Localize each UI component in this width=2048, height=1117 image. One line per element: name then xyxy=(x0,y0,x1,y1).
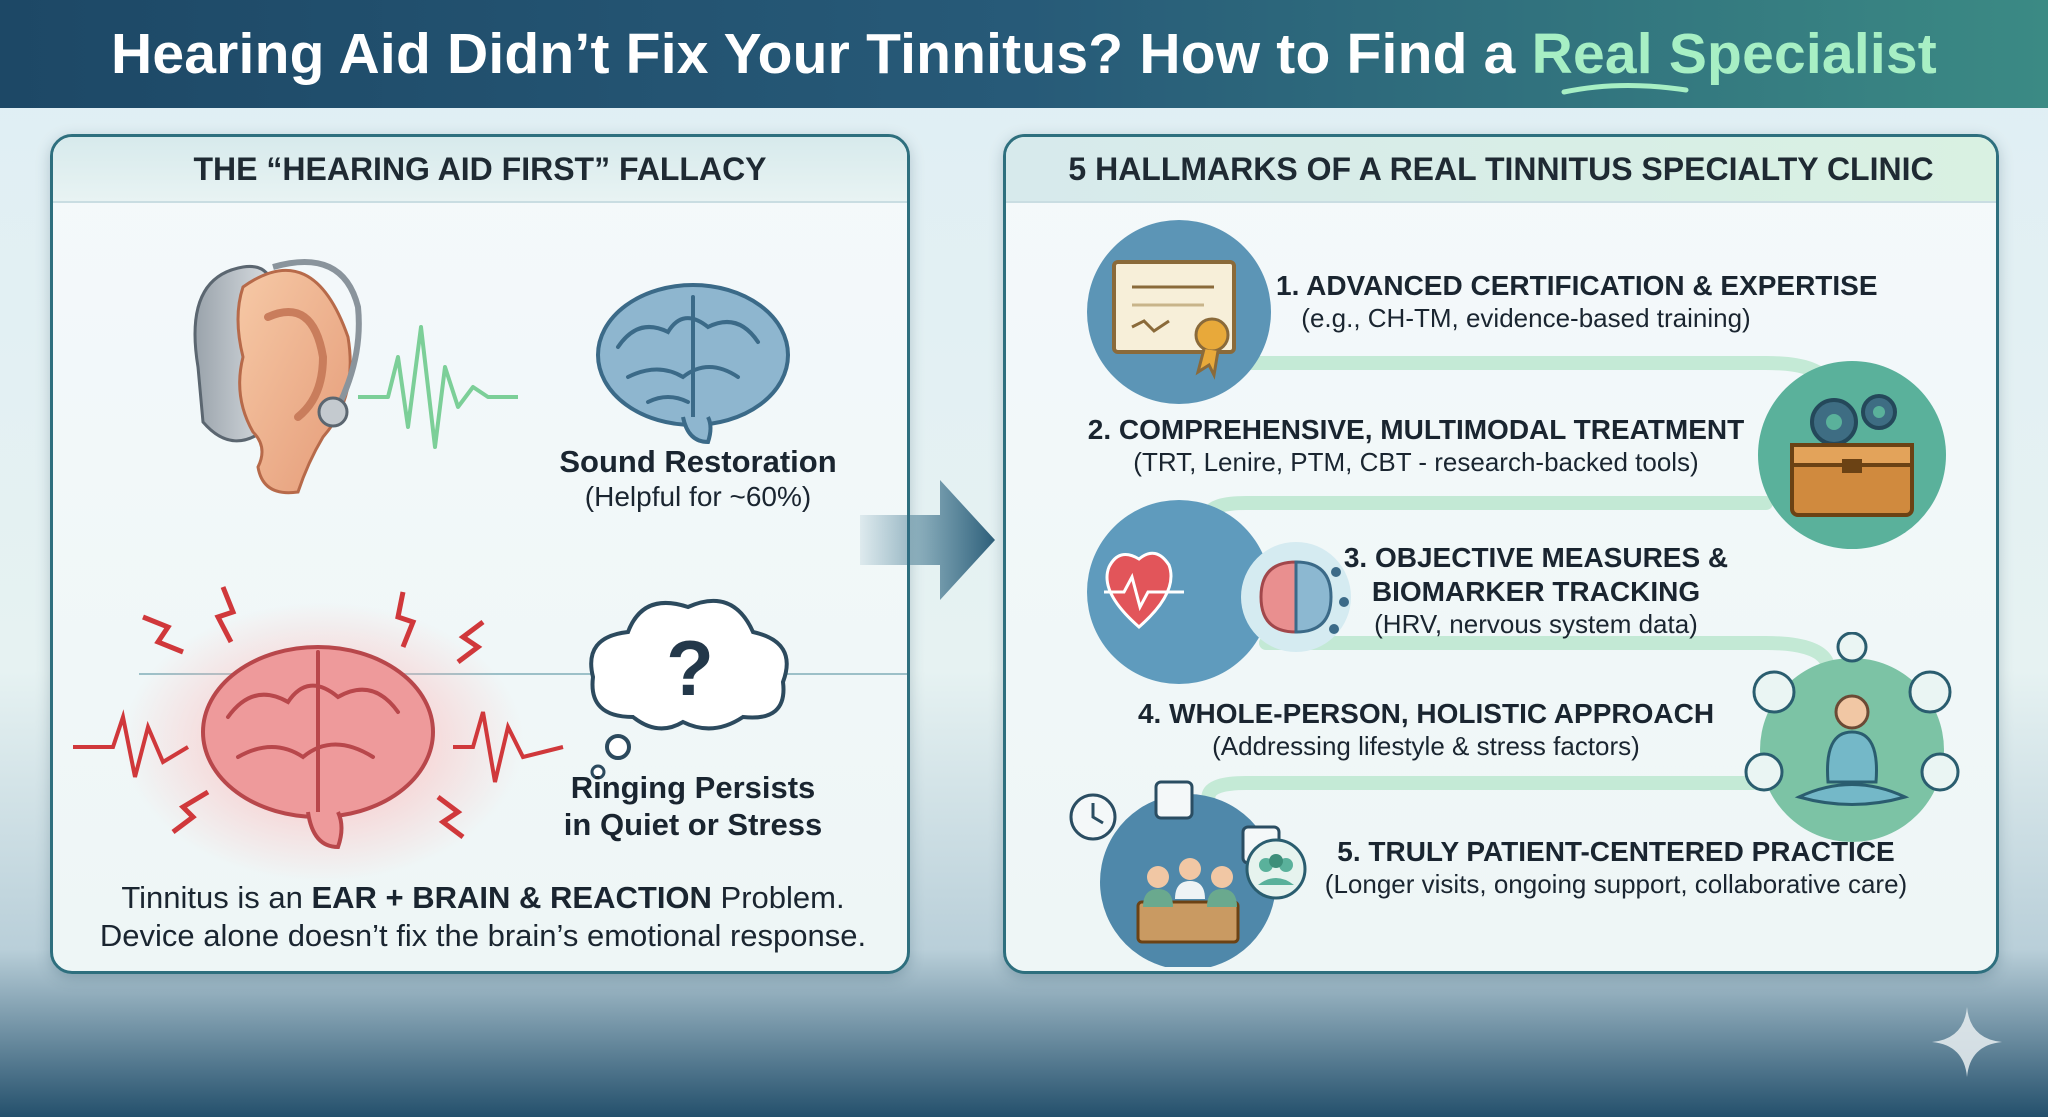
brain-icon xyxy=(596,283,790,445)
hallmark-4-title: 4. WHOLE-PERSON, HOLISTIC APPROACH xyxy=(1137,698,1715,729)
hallmark-2-detail: (TRT, Lenire, PTM, CBT - research-backed… xyxy=(1133,447,1699,478)
page-title: Hearing Aid Didn’t Fix Your Tinnitus? Ho… xyxy=(111,21,1937,87)
hallmark-3-title-1: 3. OBJECTIVE MEASURES & xyxy=(1343,542,1729,573)
summary-prefix: Tinnitus is an xyxy=(121,880,312,915)
hallmark-1-title: 1. ADVANCED CERTIFICATION & EXPERTISE xyxy=(1276,270,1878,301)
fallacy-panel: THE “HEARING AID FIRST” FALLACY Sound Re… xyxy=(50,134,910,974)
hallmark-4-detail: (Addressing lifestyle & stress factors) xyxy=(1212,731,1640,762)
hallmarks-heading: 5 HALLMARKS OF A REAL TINNITUS SPECIALTY… xyxy=(1006,137,1996,203)
hallmark-2-title: 2. COMPREHENSIVE, MULTIMODAL TREATMENT xyxy=(1087,414,1745,445)
title-highlight-specialist: Specialist xyxy=(1668,22,1937,86)
sound-restoration-label: Sound Restoration (Helpful for ~60%) xyxy=(513,443,883,514)
hallmark-3-title-2: BIOMARKER TRACKING xyxy=(1371,576,1701,608)
ringing-line-1: Ringing Persists xyxy=(570,770,816,805)
transition-arrow-icon xyxy=(860,480,995,600)
hallmark-5-title: 5. TRULY PATIENT-CENTERED PRACTICE xyxy=(1337,836,1895,867)
question-mark: ? xyxy=(666,624,714,712)
summary-suffix: Problem. xyxy=(711,880,845,915)
brain-network-icon xyxy=(1241,542,1351,652)
ringing-line-2: in Quiet or Stress xyxy=(563,807,823,843)
toolbox-gears-icon xyxy=(1758,361,1946,549)
panel-divider xyxy=(139,673,907,675)
hallmark-1: 1. ADVANCED CERTIFICATION & EXPERTISE (e… xyxy=(1276,269,1878,335)
fallacy-heading: THE “HEARING AID FIRST” FALLACY xyxy=(53,137,907,203)
sound-restoration-title: Sound Restoration xyxy=(559,444,837,479)
hallmark-3: 3. OBJECTIVE MEASURES & BIOMARKER TRACKI… xyxy=(1336,541,1736,641)
title-highlight-real: Real xyxy=(1531,22,1653,86)
title-bar: Hearing Aid Didn’t Fix Your Tinnitus? Ho… xyxy=(0,0,2048,108)
hallmarks-panel: 5 HALLMARKS OF A REAL TINNITUS SPECIALTY… xyxy=(1003,134,1999,974)
community-icon xyxy=(1245,838,1307,900)
stressed-brain-icon xyxy=(73,586,564,882)
hallmark-5-detail: (Longer visits, ongoing support, collabo… xyxy=(1324,869,1908,900)
hallmark-2: 2. COMPREHENSIVE, MULTIMODAL TREATMENT (… xyxy=(1066,413,1766,479)
hallmark-4: 4. WHOLE-PERSON, HOLISTIC APPROACH (Addr… xyxy=(1106,697,1746,763)
sparkle-icon xyxy=(1932,1007,2002,1077)
title-underline-icon xyxy=(1561,82,1689,95)
consultation-icon xyxy=(1069,780,1281,967)
summary-bold: EAR + BRAIN & REACTION xyxy=(311,880,712,915)
title-prefix: Hearing Aid Didn’t Fix Your Tinnitus? Ho… xyxy=(111,22,1532,86)
ringing-label: Ringing Persists in Quiet or Stress xyxy=(523,769,863,843)
summary-line-1: Tinnitus is an EAR + BRAIN & REACTION Pr… xyxy=(53,879,907,916)
hallmark-3-detail: (HRV, nervous system data) xyxy=(1374,609,1698,640)
meditation-icon xyxy=(1744,632,1960,842)
heart-brain-icon xyxy=(1087,500,1271,684)
hallmark-5: 5. TRULY PATIENT-CENTERED PRACTICE (Long… xyxy=(1306,835,1926,901)
thought-bubble-icon: ? xyxy=(589,598,789,780)
certificate-icon xyxy=(1087,220,1271,404)
summary-line-2: Device alone doesn’t fix the brain’s emo… xyxy=(99,918,867,953)
title-space xyxy=(1653,22,1669,86)
ear-hearing-aid-icon xyxy=(193,259,518,495)
hallmark-1-detail: (e.g., CH-TM, evidence-based training) xyxy=(1301,303,1751,334)
sound-restoration-note: (Helpful for ~60%) xyxy=(584,481,812,513)
